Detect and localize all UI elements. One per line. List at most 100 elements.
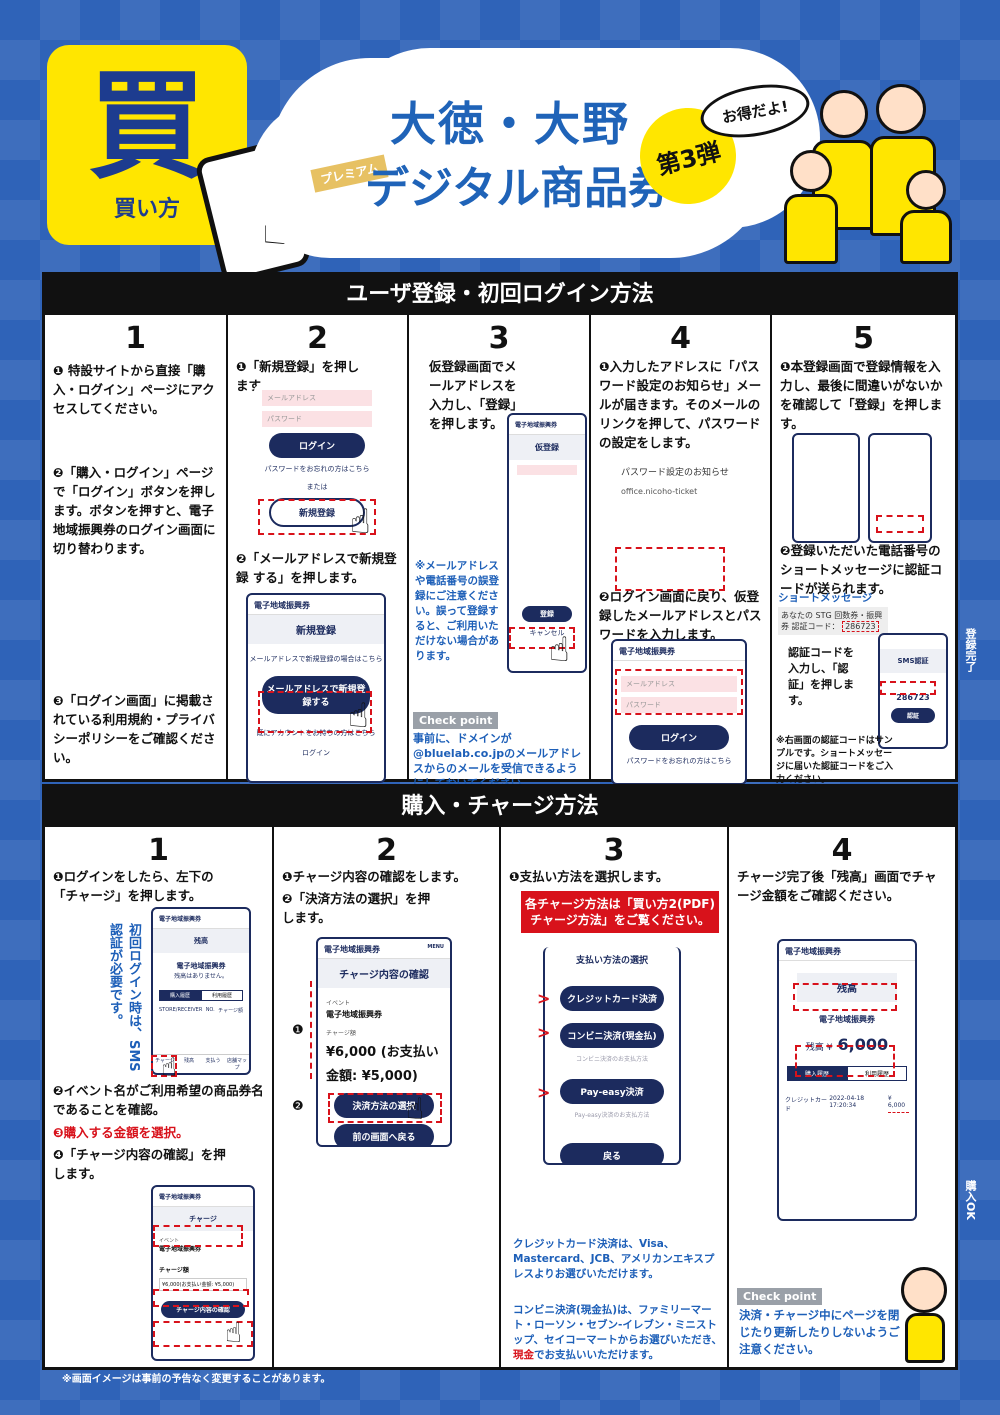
buy-step-3: 3 ❶支払い方法を選択します。 各チャージ方法は「買い方2(PDF)チャージ方法… (501, 827, 729, 1367)
ticket-name: 電子地域振興券 (819, 1015, 875, 1024)
history-tabs: 購入履歴 利用履歴 (159, 990, 243, 1001)
check-point-label: Check point (413, 709, 499, 729)
verify-button[interactable]: 認証 (891, 708, 935, 723)
tab-bar: チャージ 残高 支払う 店舗マップ (153, 1054, 249, 1073)
marker-2-icon: ❷ (292, 1099, 304, 1114)
tab-usage-history[interactable]: 利用履歴 (847, 1066, 907, 1081)
tap-hand-icon: ☝ (549, 630, 570, 670)
step-text: 仮登録画面でメールアドレスを入力し、「登録」を押します。 (429, 359, 523, 431)
phone-confirm-mock: 電子地域振興券 MENU チャージ内容の確認 イベント 電子地域振興券 チャージ… (316, 937, 452, 1147)
tab-charge[interactable]: チャージ (155, 1058, 175, 1064)
step-text: ❶支払い方法を選択します。 (509, 869, 669, 884)
forgot-password-link[interactable]: パスワードをお忘れの方はこちら (264, 465, 370, 473)
girl-illustration (901, 1267, 947, 1313)
tab-usage-history[interactable]: 利用履歴 (201, 990, 243, 1001)
col-charge: チャージ額 (218, 1008, 243, 1014)
highlight-frame (615, 669, 743, 715)
tap-hand-icon: ☝ (406, 1092, 425, 1127)
highlight-frame (795, 1045, 895, 1077)
col-store: STORE/RECEIVER (159, 1007, 203, 1013)
email-field[interactable]: メールアドレス (262, 390, 372, 406)
register-button[interactable]: 登録 (522, 606, 572, 622)
caution-note: ※メールアドレスや電話番号の誤登録にご注意ください。誤って登録すると、ご利用いた… (415, 560, 499, 662)
forgot-password-link[interactable]: パスワードをお忘れの方はこちら (626, 757, 732, 765)
existing-account-note: 既にアカウントをお持ちの方はこちら (256, 729, 376, 737)
payeasy-note[interactable]: Pay-easy決済のお支払方法 (574, 1112, 650, 1119)
logo-kanji: 買 (87, 57, 206, 195)
arrow-icon: > (537, 989, 551, 1008)
login-link[interactable]: ログイン (302, 749, 330, 757)
back-button[interactable]: 前の画面へ戻る (334, 1124, 434, 1145)
ticket-name: 電子地域振興券 (176, 962, 226, 970)
reg-step-5: 5 ❶本登録画面で登録情報を入力し、最後に間違いがないかを確認して「登録」を押し… (772, 315, 955, 785)
password-field[interactable]: パスワード (621, 697, 737, 713)
phone-sms-mock: SMS認証 286723 認証 (878, 633, 948, 749)
screen-title: 残高 (797, 973, 897, 1002)
tab-balance[interactable]: 残高 (183, 1058, 194, 1064)
step-text: ❶ログインをしたら、左下の「チャージ」を押します。 (53, 869, 214, 903)
code-input[interactable]: 286723 (896, 693, 930, 702)
convenience-store-button[interactable]: コンビニ決済(現金払) (560, 1023, 664, 1048)
check-point-text: 事前に、ドメインが@bluelab.co.jpのメールアドレスからのメールを受信… (413, 732, 582, 790)
step-number: 1 (148, 833, 169, 868)
screen-title: 仮登録 (509, 435, 585, 460)
marker-1-icon: ❶ (292, 1023, 304, 1038)
login-button[interactable]: ログイン (629, 725, 729, 750)
tap-hand-icon: ☝ (350, 502, 371, 542)
step-number: 5 (853, 321, 874, 356)
tap-hand-icon: ☝ (348, 696, 369, 736)
row-type: クレジットカード (785, 1097, 828, 1113)
purchase-ok-label: 購入OK (964, 1180, 977, 1220)
step-text: ❷ログイン画面に戻り、仮登録したメールアドレスとパスワードを入力します。 (599, 589, 762, 642)
tab-purchase-history[interactable]: 購入履歴 (787, 1066, 847, 1081)
charge-amount: ¥6,000 (お支払い金額: ¥5,000) (326, 1045, 439, 1084)
app-name: 電子地域振興券 (324, 945, 380, 954)
event-name: 電子地域振興券 (159, 1246, 202, 1253)
step-number: 2 (376, 833, 397, 868)
family-illustration (784, 84, 970, 270)
tab-pay[interactable]: 支払う (205, 1058, 221, 1064)
register-button[interactable]: 新規登録 (269, 498, 365, 527)
email-register-button[interactable]: メールアドレスで新規登録する (262, 676, 370, 714)
sms-label: ショートメッセージ (778, 592, 873, 604)
step-text: チャージ完了後「残高」画面でチャージ金額をご確認ください。 (737, 869, 937, 903)
payeasy-button[interactable]: Pay-easy決済 (560, 1079, 664, 1104)
password-field[interactable]: パスワード (262, 411, 372, 427)
app-name: 電子地域振興券 (779, 941, 915, 961)
balance-display: 残高 ¥ 6,000 (779, 1035, 915, 1054)
mail-subject: パスワード設定のお知らせ (621, 468, 729, 478)
sms-text: あなたの STG 回数券・振興券 認証コード： (781, 611, 883, 631)
bracket-line (310, 981, 314, 1079)
section-registration: ユーザ登録・初回ログイン方法 1 ❶ 特設サイトから直接「購入・ログイン」ページ… (42, 272, 958, 790)
app-name: 電子地域振興券 (153, 909, 249, 929)
select-payment-button[interactable]: 決済方法の選択 (334, 1093, 434, 1118)
tab-store-map[interactable]: 店舗マップ (226, 1058, 247, 1071)
step-text: ❷「決済方法の選択」を押します。 (282, 891, 431, 925)
cancel-button[interactable]: キャンセル (529, 629, 565, 637)
step-number: 2 (307, 321, 328, 356)
tab-purchase-history[interactable]: 購入履歴 (159, 990, 201, 1001)
back-button[interactable]: 戻る (560, 1143, 664, 1163)
highlight-frame (615, 547, 725, 591)
email-field[interactable] (517, 465, 577, 475)
app-name: 電子地域振興券 (613, 641, 745, 661)
login-button[interactable]: ログイン (269, 433, 365, 458)
phone-main-register-mock (792, 433, 860, 543)
credit-card-button[interactable]: クレジットカード決済 (560, 986, 664, 1011)
step-text: 認証コードを入力し、「認証」を押します。 (788, 646, 854, 707)
menu-icon[interactable]: MENU (427, 944, 444, 950)
highlight-frame (258, 691, 372, 733)
history-row: クレジットカード 2022-04-18 17:20:34 ¥ 6,000 (785, 1095, 909, 1113)
convenience-info: コンビニ決済(現金払)は、ファミリーマート・ローソン・セブン-イレブン・ミニスト… (513, 1304, 722, 1361)
step-text: ❶本登録画面で登録情報を入力し、最後に間違いがないかを確認して「登録」を押します… (780, 359, 943, 431)
reg-step-1: 1 ❶ 特設サイトから直接「購入・ログイン」ページにアクセスしてください。 ❷「… (45, 315, 228, 779)
screen-title: 新規登録 (248, 615, 384, 644)
email-field[interactable]: メールアドレス (621, 676, 737, 692)
history-header: STORE/RECEIVER NO. チャージ額 (159, 1007, 243, 1014)
balance-amount: 6,000 (837, 1035, 889, 1054)
screen-title: チャージ (153, 1207, 253, 1231)
screen-title: 残高 (153, 929, 249, 953)
convenience-store-note[interactable]: コンビニ決済のお支払方法 (575, 1056, 648, 1063)
amount-label: チャージ額 (159, 1267, 189, 1274)
phone-balance-result-mock: 電子地域振興券 残高 電子地域振興券 残高 ¥ 6,000 購入履歴 利用履歴 … (777, 939, 917, 1221)
